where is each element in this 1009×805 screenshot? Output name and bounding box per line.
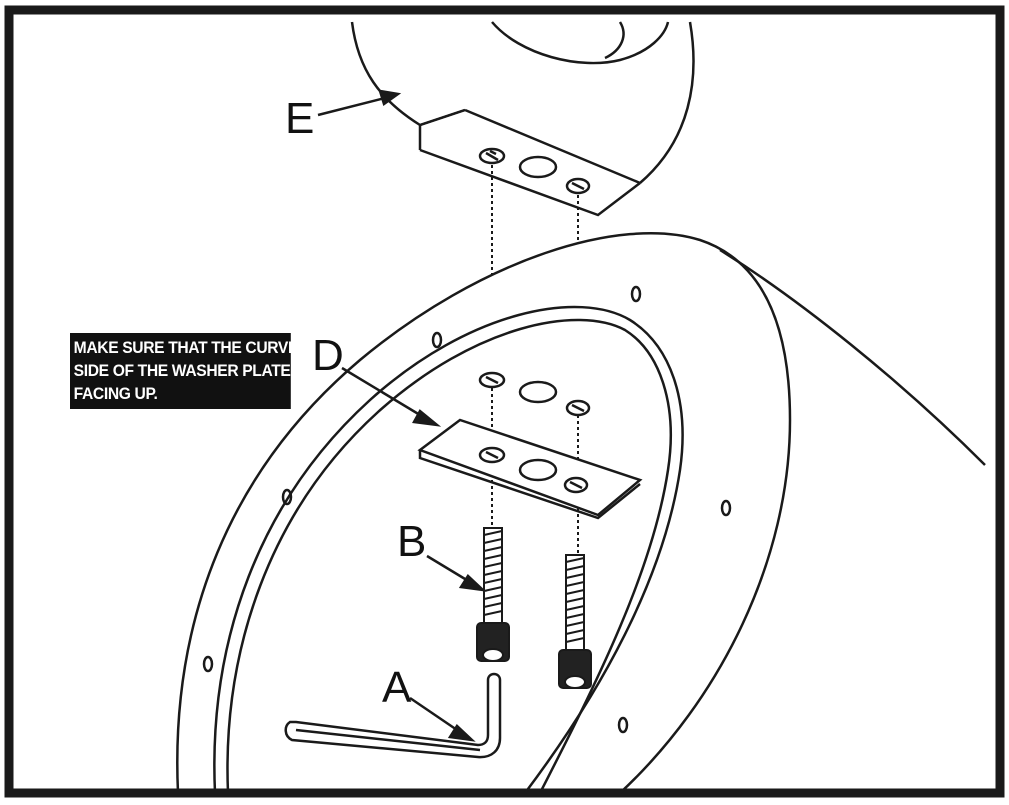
label-a: A xyxy=(382,663,412,712)
washer-orientation-note: MAKE SURE THAT THE CURVED SIDE OF THE WA… xyxy=(70,333,310,409)
note-line-1: MAKE SURE THAT THE CURVED xyxy=(73,338,310,357)
label-b: B xyxy=(397,517,426,566)
label-d: D xyxy=(312,331,344,380)
label-arrows xyxy=(317,89,487,742)
part-b-bolts xyxy=(476,527,592,689)
part-a-allen-key xyxy=(284,672,502,759)
mounting-plate xyxy=(176,232,986,794)
part-d-washer-plate xyxy=(417,418,643,520)
note-line-2: SIDE OF THE WASHER PLATE IS xyxy=(73,361,309,380)
frame-border xyxy=(4,5,1005,798)
label-e: E xyxy=(285,94,314,143)
alignment-lines xyxy=(491,165,579,555)
note-line-3: FACING UP. xyxy=(73,384,158,403)
part-e-clamp xyxy=(350,21,695,217)
